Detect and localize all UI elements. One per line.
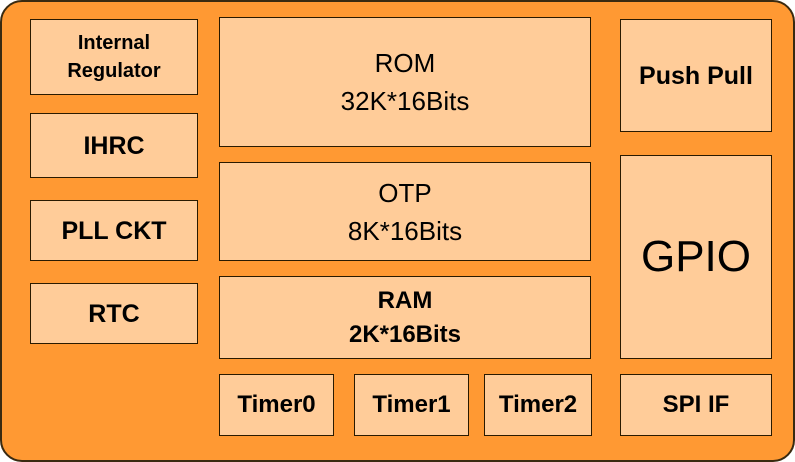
timer2-block: Timer2 <box>484 374 592 436</box>
rom-block: ROM 32K*16Bits <box>219 17 591 147</box>
rtc-label: RTC <box>88 299 140 328</box>
otp-title: OTP <box>378 177 432 208</box>
ram-title: RAM <box>377 286 433 314</box>
otp-block: OTP 8K*16Bits <box>219 162 591 261</box>
ram-size: 2K*16Bits <box>348 320 462 348</box>
ihrc-label: IHRC <box>83 131 145 160</box>
pll-ckt-block: PLL CKT <box>30 200 198 261</box>
timer1-block: Timer1 <box>354 374 469 436</box>
otp-size: 8K*16Bits <box>347 215 463 246</box>
timer0-block: Timer0 <box>219 374 334 436</box>
spi-if-block: SPI IF <box>620 374 772 436</box>
internal-regulator-line1: Internal <box>77 32 151 54</box>
timer0-label: Timer0 <box>237 391 316 418</box>
pll-ckt-label: PLL CKT <box>61 216 167 245</box>
spi-if-label: SPI IF <box>662 391 730 418</box>
timer2-label: Timer2 <box>498 391 578 418</box>
rtc-block: RTC <box>30 283 198 344</box>
internal-regulator-block: Internal Regulator <box>30 19 198 95</box>
gpio-label: GPIO <box>640 232 752 281</box>
rom-size: 32K*16Bits <box>340 86 470 116</box>
push-pull-block: Push Pull <box>620 19 772 132</box>
rom-title: ROM <box>374 48 436 78</box>
timer1-label: Timer1 <box>372 391 451 418</box>
internal-regulator-line2: Regulator <box>67 60 161 82</box>
push-pull-label: Push Pull <box>639 61 753 90</box>
gpio-block: GPIO <box>620 155 772 359</box>
ram-block: RAM 2K*16Bits <box>219 276 591 359</box>
ihrc-block: IHRC <box>30 113 198 178</box>
